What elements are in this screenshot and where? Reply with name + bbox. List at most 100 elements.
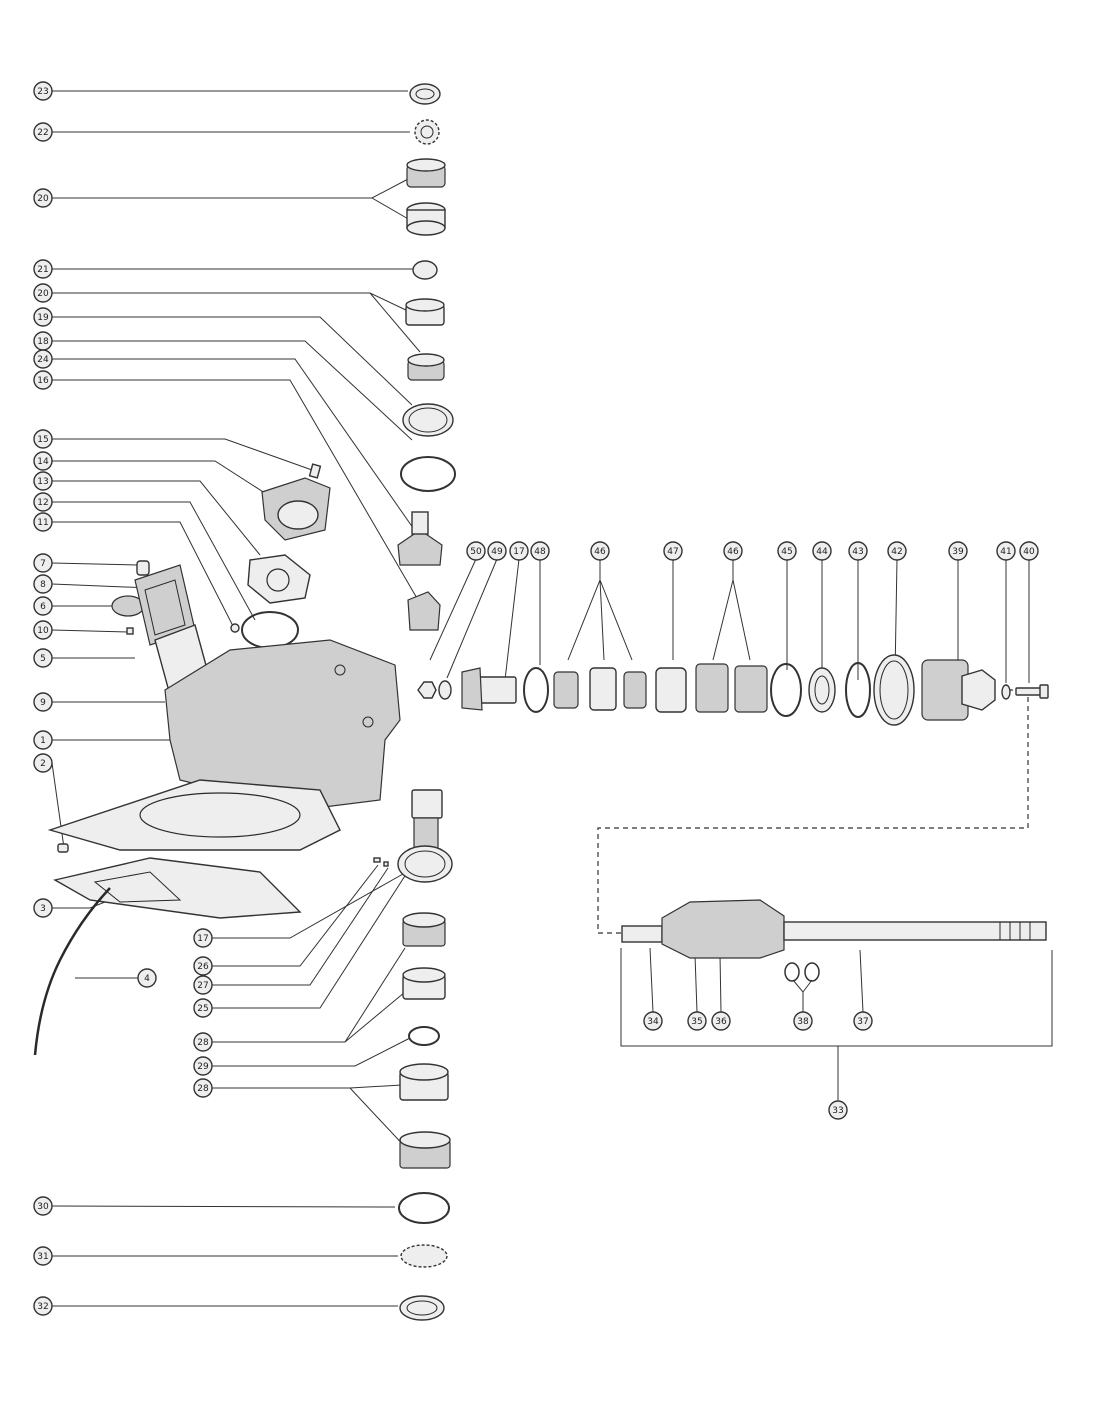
callout-22: 22 [33, 122, 53, 142]
callout-25: 25 [193, 998, 213, 1018]
callout-12: 12 [33, 492, 53, 512]
callout-bubbles: 23 22 20 21 20 19 18 24 16 15 14 13 12 1… [33, 81, 1039, 1316]
svg-text:8: 8 [40, 580, 46, 590]
callout-6: 6 [33, 596, 53, 616]
bearing-20b [405, 298, 445, 381]
leader-lines-right [429, 558, 1053, 1100]
callout-7: 7 [33, 553, 53, 573]
callout-34: 34 [643, 1011, 663, 1031]
callout-9: 9 [33, 692, 53, 712]
callout-50: 50 [466, 541, 486, 561]
callout-38: 38 [793, 1011, 813, 1031]
bearings-46b [695, 663, 768, 713]
svg-text:45: 45 [781, 547, 792, 557]
callout-41: 41 [996, 541, 1016, 561]
callout-27: 27 [193, 975, 213, 995]
svg-text:38: 38 [797, 1017, 809, 1027]
callout-21: 21 [33, 259, 53, 279]
plug-2 [57, 843, 69, 853]
rings-38 [784, 962, 820, 982]
cup-47 [655, 667, 687, 713]
svg-text:39: 39 [952, 547, 964, 557]
callout-33: 33 [828, 1100, 848, 1120]
svg-text:28: 28 [197, 1038, 209, 1048]
screw-40 [1015, 684, 1049, 699]
bearing-cup-23 [409, 83, 441, 105]
svg-text:5: 5 [40, 654, 46, 664]
o-ring-18 [400, 456, 456, 492]
cover-14 [261, 477, 331, 541]
svg-text:42: 42 [891, 547, 902, 557]
svg-text:50: 50 [470, 547, 482, 557]
callout-18: 18 [33, 331, 53, 351]
bearing-cup-25 [397, 845, 453, 883]
callout-1: 1 [33, 730, 53, 750]
svg-text:46: 46 [594, 547, 606, 557]
callout-26: 26 [193, 956, 213, 976]
callout-2: 2 [33, 753, 53, 773]
callout-35: 35 [687, 1011, 707, 1031]
svg-text:48: 48 [534, 547, 546, 557]
callout-11: 11 [33, 512, 53, 532]
svg-text:32: 32 [37, 1302, 48, 1312]
svg-text:34: 34 [647, 1017, 659, 1027]
tab-washer-22 [414, 119, 440, 145]
svg-text:26: 26 [197, 962, 209, 972]
svg-text:28: 28 [197, 1084, 209, 1094]
gasket-13 [247, 554, 311, 604]
bearing-28b [399, 1063, 451, 1169]
svg-text:27: 27 [197, 981, 208, 991]
callout-32: 32 [33, 1296, 53, 1316]
callout-42: 42 [887, 541, 907, 561]
pinion-gear-24 [397, 511, 443, 566]
svg-text:35: 35 [691, 1017, 702, 1027]
callout-4: 4 [137, 968, 157, 988]
tab-washer-31 [400, 1244, 448, 1268]
propeller-shaft-assembly [621, 899, 1047, 959]
svg-text:49: 49 [491, 547, 503, 557]
svg-text:6: 6 [40, 602, 46, 612]
svg-text:40: 40 [1023, 547, 1035, 557]
gear-housing-1 [47, 639, 401, 851]
o-ring-45 [770, 663, 802, 717]
svg-text:24: 24 [37, 355, 49, 365]
callout-20a: 20 [33, 188, 53, 208]
callout-43: 43 [848, 541, 868, 561]
callout-36: 36 [711, 1011, 731, 1031]
screw-15 [308, 463, 322, 479]
callout-3: 3 [33, 898, 53, 918]
callout-17b: 17 [193, 928, 213, 948]
callout-31: 31 [33, 1246, 53, 1266]
tapered-bearing-20a [406, 158, 446, 236]
callout-17a: 17 [509, 541, 529, 561]
svg-text:30: 30 [37, 1202, 49, 1212]
svg-text:14: 14 [37, 457, 49, 467]
leader-lines-left [51, 90, 421, 979]
svg-text:15: 15 [37, 435, 48, 445]
svg-text:1: 1 [40, 736, 46, 746]
svg-text:17: 17 [513, 547, 524, 557]
pinion-gear-16 [407, 591, 441, 631]
callout-37: 37 [853, 1011, 873, 1031]
seal-44 [808, 667, 836, 713]
svg-text:3: 3 [40, 904, 46, 914]
o-ring-12 [241, 611, 299, 649]
washer-49 [438, 680, 452, 700]
svg-text:47: 47 [667, 547, 678, 557]
callout-19: 19 [33, 307, 53, 327]
svg-text:25: 25 [197, 1004, 208, 1014]
svg-text:20: 20 [37, 289, 49, 299]
svg-text:33: 33 [832, 1106, 843, 1116]
svg-text:37: 37 [857, 1017, 868, 1027]
svg-text:9: 9 [40, 698, 46, 708]
carrier-39 [921, 659, 996, 721]
svg-text:10: 10 [37, 626, 49, 636]
callout-49: 49 [487, 541, 507, 561]
svg-text:36: 36 [715, 1017, 727, 1027]
drive-gear-17b [411, 789, 443, 849]
callout-23: 23 [33, 81, 53, 101]
svg-text:21: 21 [37, 265, 48, 275]
svg-text:22: 22 [37, 128, 48, 138]
callout-46b: 46 [723, 541, 743, 561]
